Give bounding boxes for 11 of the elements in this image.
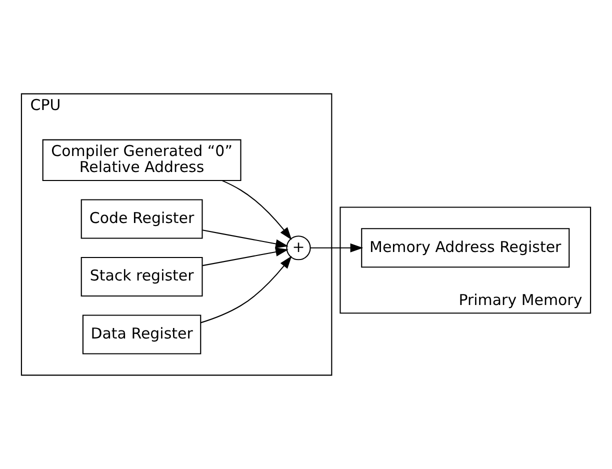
- node-box: Compiler Generated “0” Relative Address: [42, 139, 242, 182]
- arrow: [222, 180, 292, 240]
- arrow: [200, 256, 292, 324]
- node-circle: +: [286, 236, 311, 260]
- node-box: Stack register: [80, 256, 203, 297]
- arrow: [202, 230, 288, 248]
- node-box: Code Register: [80, 199, 203, 239]
- arrow: [310, 243, 364, 252]
- node-box: Memory Address Register: [361, 228, 570, 268]
- arrow: [202, 247, 288, 266]
- node-box: Data Register: [82, 314, 202, 354]
